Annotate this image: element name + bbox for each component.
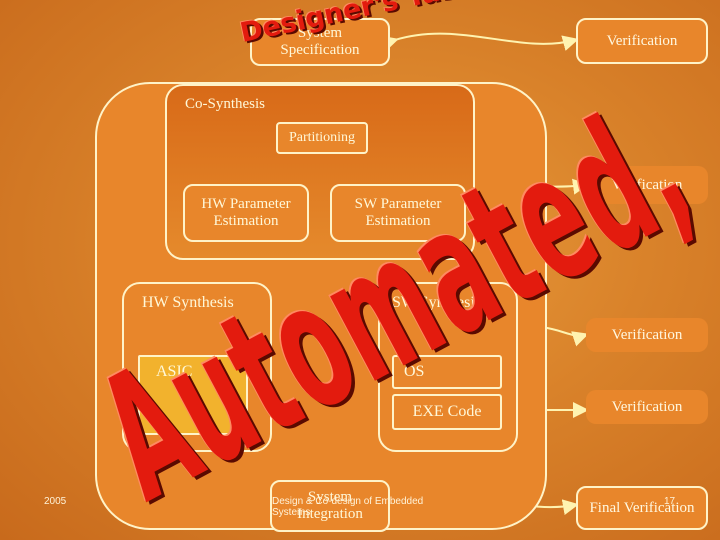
page-number: 17 [664,496,676,507]
sw-synthesis-label: SW Synthesis [392,294,482,311]
footer-course: Design & Co-design of Embedded Systems [272,496,424,518]
verification-box-2: Verification [586,166,708,204]
os-label: OS [404,363,425,380]
verification-box-1: Verification [576,18,708,64]
verification-box-3: Verification [586,318,708,352]
co-synthesis-label: Co-Synthesis [185,96,266,112]
hw-synthesis-label: HW Synthesis [142,294,234,311]
footer-year: 2005 [44,496,67,507]
verification-box-4: Verification [586,390,708,424]
asic-box: ASIC [138,355,248,435]
os-box: OS [392,355,502,389]
asic-label: ASIC [156,363,193,380]
system-integration-box: System Integration [270,480,390,532]
system-specification-box: System Specification [250,18,390,66]
sw-parameter-box: SW Parameter Estimation [330,184,466,242]
exe-code-box: EXE Code [392,394,502,430]
partitioning-box: Partitioning [276,122,368,154]
hw-parameter-box: HW Parameter Estimation [183,184,309,242]
final-verification-box: Final Verification [576,486,708,530]
